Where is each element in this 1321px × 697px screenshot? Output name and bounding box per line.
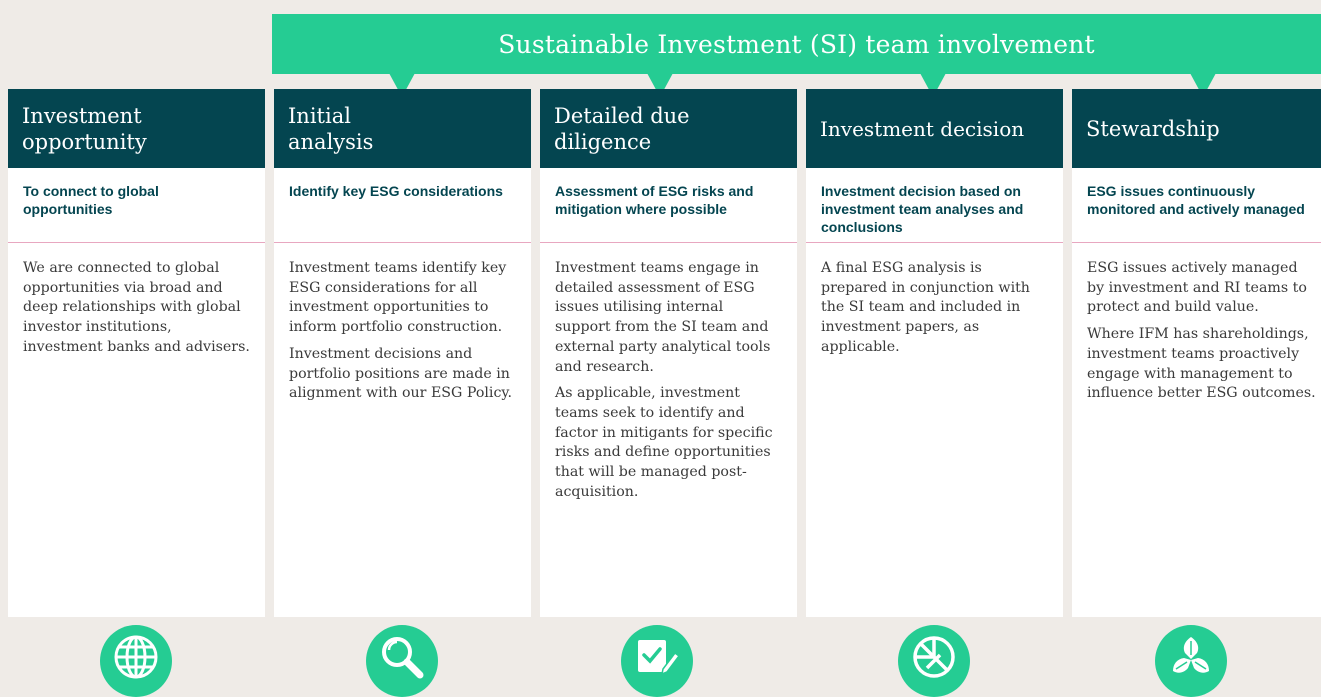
column-body: We are connected to global opportunities… bbox=[8, 243, 265, 358]
column-body: Investment teams identify key ESG consid… bbox=[274, 243, 531, 404]
column-investment-decision: Investment decision Investment decision … bbox=[806, 89, 1063, 617]
banner-title: Sustainable Investment (SI) team involve… bbox=[498, 29, 1095, 59]
column-body: Investment teams engage in detailed asse… bbox=[540, 243, 797, 502]
recycle-leaves-icon bbox=[1155, 625, 1227, 697]
checklist-pencil-icon bbox=[621, 625, 693, 697]
column-paragraph: Where IFM has shareholdings, investment … bbox=[1087, 326, 1316, 402]
column-paragraph: Investment decisions and portfolio posit… bbox=[289, 345, 513, 402]
column-heading: Investment opportunity bbox=[8, 89, 265, 168]
column-detailed-due-diligence: Detailed due diligence Assessment of ESG… bbox=[540, 89, 797, 617]
column-subheading: Identify key ESG considerations bbox=[274, 168, 531, 243]
column-paragraph: As applicable, investment teams seek to … bbox=[555, 385, 773, 500]
magnifier-icon bbox=[366, 625, 438, 697]
column-paragraph: Investment teams identify key ESG consid… bbox=[289, 260, 507, 336]
column-heading: Investment decision bbox=[806, 89, 1063, 168]
column-body: ESG issues actively managed by investmen… bbox=[1072, 243, 1321, 404]
pie-chart-icon bbox=[898, 625, 970, 697]
column-paragraph: ESG issues actively managed by investmen… bbox=[1087, 260, 1307, 316]
column-subheading: Assessment of ESG risks and mitigation w… bbox=[540, 168, 797, 243]
column-body: A final ESG analysis is prepared in conj… bbox=[806, 243, 1063, 358]
column-subheading: ESG issues continuously monitored and ac… bbox=[1072, 168, 1321, 243]
column-investment-opportunity: Investment opportunity To connect to glo… bbox=[8, 89, 265, 617]
si-team-banner: Sustainable Investment (SI) team involve… bbox=[272, 14, 1321, 74]
column-paragraph: Investment teams engage in detailed asse… bbox=[555, 260, 771, 375]
column-subheading: To connect to global opportunities bbox=[8, 168, 265, 243]
column-heading: Initial analysis bbox=[274, 89, 531, 168]
column-heading: Detailed due diligence bbox=[540, 89, 797, 168]
column-paragraph: We are connected to global opportunities… bbox=[23, 260, 250, 355]
globe-icon bbox=[100, 625, 172, 697]
column-heading: Stewardship bbox=[1072, 89, 1321, 168]
column-initial-analysis: Initial analysis Identify key ESG consid… bbox=[274, 89, 531, 617]
column-paragraph: A final ESG analysis is prepared in conj… bbox=[821, 260, 1030, 355]
column-subheading: Investment decision based on investment … bbox=[806, 168, 1063, 243]
column-stewardship: Stewardship ESG issues continuously moni… bbox=[1072, 89, 1321, 617]
